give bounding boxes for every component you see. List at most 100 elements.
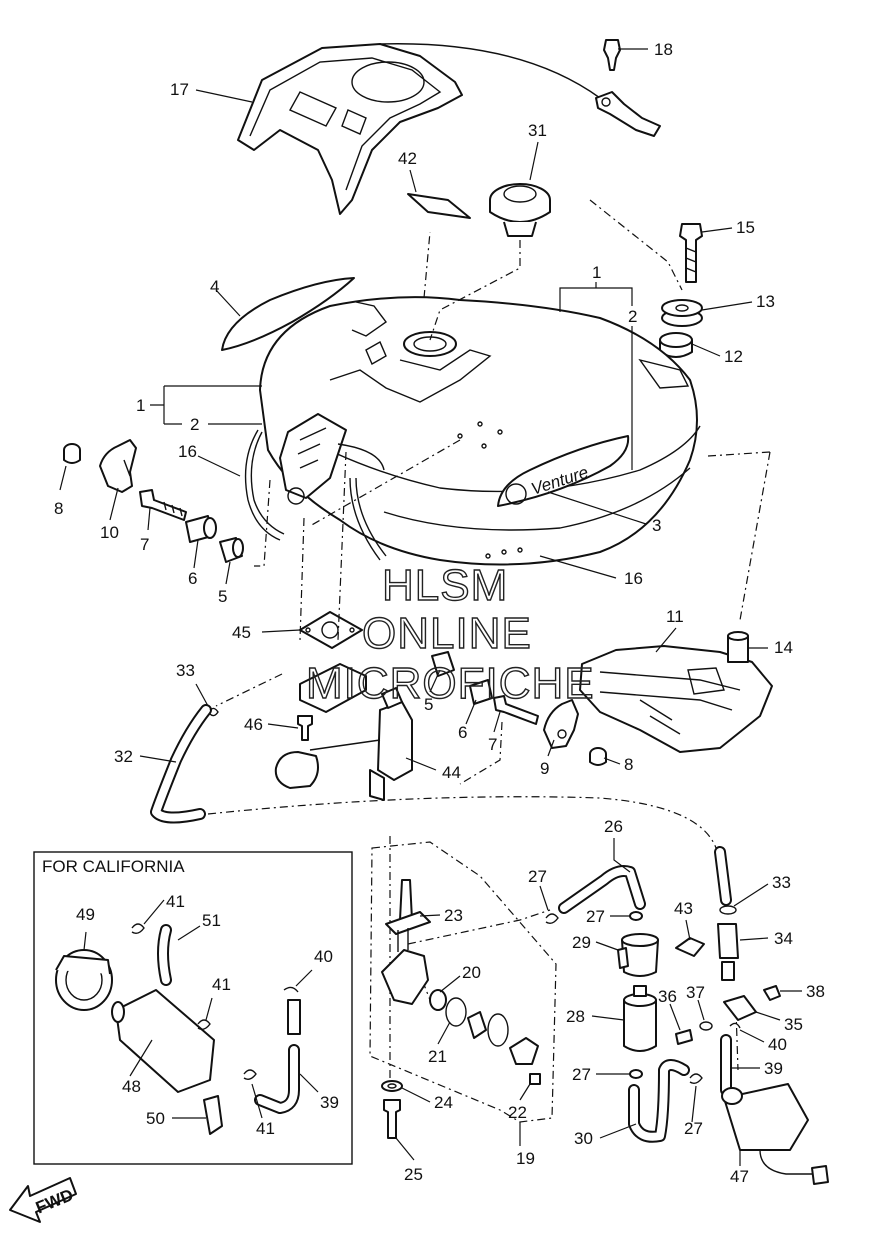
part-9-cover xyxy=(543,699,579,749)
callout-45: 45 xyxy=(232,623,251,642)
part-7-bolt xyxy=(139,489,187,521)
callout-4: 4 xyxy=(210,277,219,296)
part-1-fuel-tank xyxy=(259,296,701,566)
callout-34: 34 xyxy=(774,929,793,948)
callout-50: 50 xyxy=(146,1109,165,1128)
callout-41b: 41 xyxy=(212,975,231,994)
part-37-washer xyxy=(699,1021,713,1031)
part-51-hose xyxy=(157,924,172,986)
part-26-hose xyxy=(558,865,646,914)
part-42-label xyxy=(407,193,471,219)
callout-27a: 27 xyxy=(528,867,547,886)
part-44-fuel-sender xyxy=(274,663,413,801)
callout-16a: 16 xyxy=(178,442,197,461)
part-33-hose-right xyxy=(714,846,737,915)
part-40-clip xyxy=(729,1022,741,1029)
part-45-plate xyxy=(299,611,363,649)
callout-10: 10 xyxy=(100,523,119,542)
part-11-side-cover xyxy=(579,645,773,753)
callout-12: 12 xyxy=(724,347,743,366)
fwd-label: FWD xyxy=(33,1185,76,1217)
part-22-lever xyxy=(509,1037,541,1085)
callout-51: 51 xyxy=(202,911,221,930)
callout-18: 18 xyxy=(654,40,673,59)
part-27-clip-a xyxy=(545,913,559,925)
callout-1a: 1 xyxy=(592,263,601,282)
part-20-fuel-cock-body xyxy=(381,928,447,1011)
callout-49: 49 xyxy=(76,905,95,924)
callout-6b: 6 xyxy=(458,723,467,742)
callout-13: 13 xyxy=(756,292,775,311)
callout-25: 25 xyxy=(404,1165,423,1184)
part-34-fuel-filter-inline xyxy=(717,923,739,981)
part-41-clip-a xyxy=(131,923,145,935)
part-23-fuel-cock-filter xyxy=(385,879,431,935)
callout-30: 30 xyxy=(574,1129,593,1148)
part-21-o-ring xyxy=(445,997,509,1047)
part-28-fuel-filter xyxy=(623,985,657,1052)
connection-lines xyxy=(207,199,771,1090)
part-41-clip-c xyxy=(243,1069,257,1081)
part-27-clip-c xyxy=(629,1069,643,1079)
callout-8b: 8 xyxy=(624,755,633,774)
watermark-line-3: MICROFICHE xyxy=(306,659,595,708)
callout-labels: 18 17 31 42 15 1 2 13 4 12 1 2 16 8 10 7… xyxy=(54,40,825,1186)
callout-37: 37 xyxy=(686,983,705,1002)
callout-8a: 8 xyxy=(54,499,63,518)
part-5-damper-right xyxy=(431,651,455,677)
callout-40b: 40 xyxy=(314,947,333,966)
part-31-filler-cap xyxy=(489,183,551,237)
callout-39a: 39 xyxy=(764,1059,783,1078)
part-17-tank-cover xyxy=(237,43,601,215)
part-4-side-pad xyxy=(221,277,355,351)
callout-26: 26 xyxy=(604,817,623,836)
callout-39b: 39 xyxy=(320,1093,339,1112)
part-32-breather-hose xyxy=(150,704,212,824)
watermark-line-1: HLSM xyxy=(382,561,508,610)
callout-11: 11 xyxy=(666,607,684,626)
callout-33b: 33 xyxy=(772,873,791,892)
part-36-screw xyxy=(675,1029,693,1045)
part-27-clip-b xyxy=(629,911,643,921)
callout-16b: 16 xyxy=(624,569,643,588)
callout-1b: 1 xyxy=(136,396,145,415)
callout-20: 20 xyxy=(462,963,481,982)
part-25-bolt xyxy=(383,1099,401,1139)
part-24-washer xyxy=(381,1080,403,1092)
part-50-fitting xyxy=(203,1095,223,1135)
callout-5b: 5 xyxy=(424,695,433,714)
callout-15: 15 xyxy=(736,218,755,237)
part-43-connector xyxy=(675,937,705,957)
callout-6a: 6 xyxy=(188,569,197,588)
callout-7b: 7 xyxy=(488,735,497,754)
callout-41c: 41 xyxy=(256,1119,275,1138)
part-19-group-outline xyxy=(369,841,557,1123)
part-29-fuel-pump xyxy=(617,933,659,977)
callout-19: 19 xyxy=(516,1149,535,1168)
callout-7a: 7 xyxy=(140,535,149,554)
callout-2a: 2 xyxy=(628,307,637,326)
callout-42: 42 xyxy=(398,149,417,168)
callout-23: 23 xyxy=(444,906,463,925)
callout-38: 38 xyxy=(806,982,825,1001)
part-48-canister xyxy=(111,989,215,1093)
part-18-rivet-clip xyxy=(595,39,661,137)
part-30-hose xyxy=(628,1059,690,1143)
part-5-damper xyxy=(219,537,244,563)
callout-17: 17 xyxy=(170,80,189,99)
watermark-line-2: ONLINE xyxy=(362,609,532,658)
callout-27c: 27 xyxy=(572,1065,591,1084)
california-inset-box xyxy=(33,851,353,1165)
part-8-grommet xyxy=(63,443,81,464)
callout-33a: 33 xyxy=(176,661,195,680)
callout-35: 35 xyxy=(784,1015,803,1034)
callout-31: 31 xyxy=(528,121,547,140)
callout-24: 24 xyxy=(434,1093,453,1112)
callout-44: 44 xyxy=(442,763,461,782)
callout-40a: 40 xyxy=(768,1035,787,1054)
callout-2b: 2 xyxy=(190,415,199,434)
callout-27b: 27 xyxy=(586,907,605,926)
part-49-canister-cap xyxy=(55,949,113,1011)
part-46-screw xyxy=(297,715,313,741)
